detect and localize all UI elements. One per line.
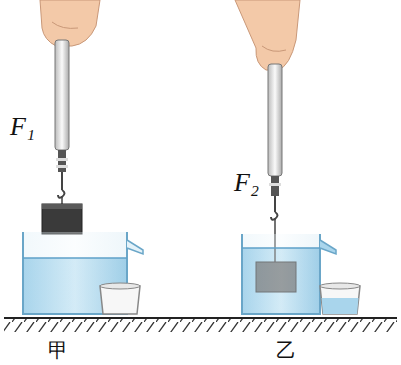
figure-label: 乙	[276, 340, 296, 360]
figure-label: 甲	[48, 340, 68, 360]
force-label: F₁	[10, 114, 35, 140]
force-label: F₂	[234, 170, 259, 196]
